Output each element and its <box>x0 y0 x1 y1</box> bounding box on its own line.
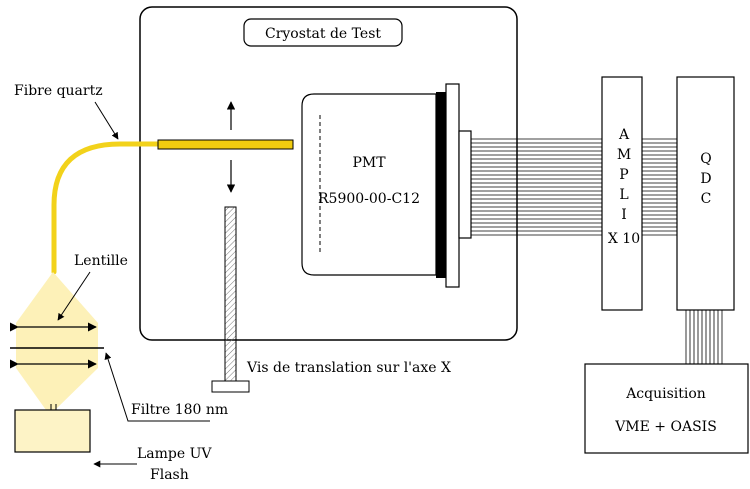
lamp-label: Lampe UV <box>137 446 212 462</box>
ribbon-cable-2 <box>642 138 677 236</box>
pmt-base-plate <box>445 83 460 288</box>
ampli-box <box>601 76 643 311</box>
ampli-letter-m: M <box>617 147 631 163</box>
pmt-body <box>301 93 437 276</box>
ampli-letter-p: P <box>619 167 628 183</box>
acquisition-label: Acquisition <box>625 386 706 402</box>
quartz-fibre <box>51 141 163 275</box>
pmt-connector <box>458 130 472 239</box>
qdc-letter-q: Q <box>700 151 711 167</box>
ampli-letter-a: A <box>618 127 630 143</box>
cryostat-box <box>139 6 518 341</box>
light-cone <box>16 272 98 410</box>
lamp-type-label: Flash <box>150 467 189 483</box>
acquisition-box <box>584 363 749 454</box>
fibre-label: Fibre quartz <box>14 83 103 99</box>
pmt-flange <box>436 92 446 278</box>
fibre-ferrule <box>157 139 294 150</box>
ribbon-cable <box>471 138 602 236</box>
acquisition-system-label: VME + OASIS <box>614 419 717 435</box>
ampli-letter-i: I <box>621 207 627 223</box>
fibre-pointer <box>94 101 119 140</box>
screw-label: Vis de translation sur l'axe X <box>246 360 451 376</box>
qdc-letter-c: C <box>701 191 712 207</box>
uv-lamp <box>14 409 91 453</box>
lens-label: Lentille <box>74 253 128 269</box>
translation-screw-head <box>211 380 250 393</box>
cryostat-title: Cryostat de Test <box>265 26 381 42</box>
pmt-model-label: R5900-00-C12 <box>318 191 420 207</box>
lens-pointer <box>57 271 91 321</box>
filter-pointer <box>104 352 210 422</box>
ampli-gain-label: X 10 <box>608 231 640 247</box>
qdc-box <box>676 76 735 311</box>
cryostat-title-box <box>243 18 403 47</box>
acquisition-cable <box>685 310 723 364</box>
filter-label: Filtre 180 nm <box>131 402 228 418</box>
pmt-label: PMT <box>352 155 386 171</box>
ampli-letter-l: L <box>619 187 628 203</box>
qdc-letter-d: D <box>700 171 711 187</box>
translation-screw-rod <box>224 206 237 382</box>
